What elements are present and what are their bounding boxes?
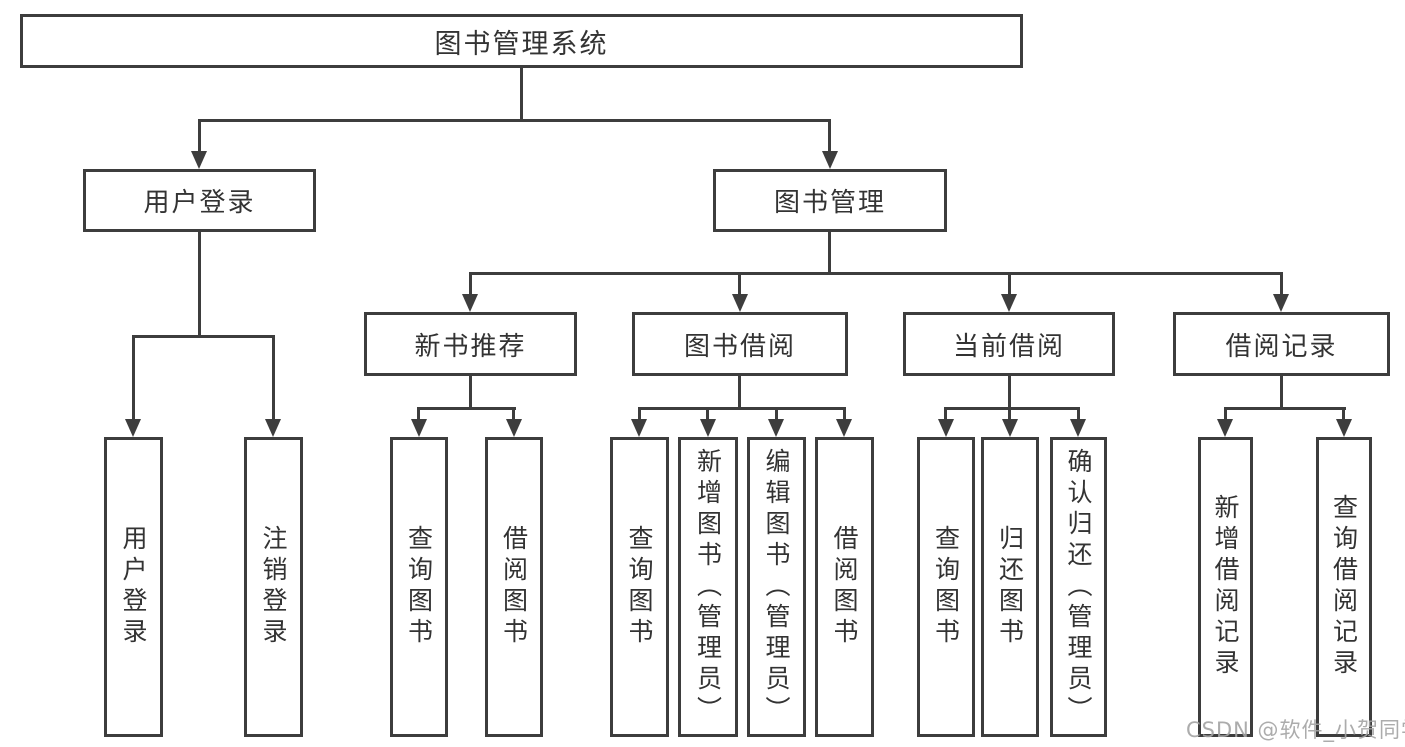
connector-line (417, 407, 516, 410)
leaf-logout: 注销登录 (244, 437, 303, 737)
leaf-current-return-books: 归还图书 (981, 437, 1039, 737)
connector-line (469, 272, 472, 295)
arrow-down-icon (1001, 294, 1017, 312)
connector-line (198, 232, 201, 335)
connector-line (1077, 407, 1080, 419)
arrow-down-icon (125, 419, 141, 437)
connector-line (417, 407, 420, 419)
leaf-current-query-books: 查询图书 (917, 437, 975, 737)
leaf-label: 编辑图书（管理员） (762, 447, 791, 727)
connector-line (944, 407, 947, 419)
connector-line (828, 232, 831, 272)
connector-line (638, 407, 846, 410)
arrow-down-icon (411, 419, 427, 437)
connector-line (132, 335, 275, 338)
arrow-down-icon (768, 419, 784, 437)
arrow-down-icon (462, 294, 478, 312)
connector-line (198, 119, 201, 151)
connector-line (512, 407, 515, 419)
connector-line (469, 272, 1283, 275)
arrow-down-icon (265, 419, 281, 437)
arrow-down-icon (1002, 419, 1018, 437)
leaf-current-confirm-return-admin: 确认归还（管理员） (1050, 437, 1107, 737)
leaf-label: 查询图书 (625, 525, 654, 649)
connector-line (738, 272, 741, 295)
arrow-down-icon (732, 294, 748, 312)
arrow-down-icon (631, 419, 647, 437)
arrow-down-icon (822, 151, 838, 169)
connector-line (1224, 407, 1346, 410)
node-borrow-records: 借阅记录 (1173, 312, 1390, 376)
arrow-down-icon (938, 419, 954, 437)
leaf-records-add-record: 新增借阅记录 (1198, 437, 1253, 737)
leaf-label: 借阅图书 (499, 525, 529, 649)
arrow-down-icon (191, 151, 207, 169)
leaf-label: 借阅图书 (830, 525, 859, 649)
connector-line (775, 407, 778, 419)
connector-line (1280, 376, 1283, 407)
arrow-down-icon (506, 419, 522, 437)
node-book-management: 图书管理 (713, 169, 947, 232)
connector-line (198, 119, 831, 122)
leaf-label: 查询图书 (404, 525, 434, 649)
node-new-book-recommend: 新书推荐 (364, 312, 577, 376)
connector-line (1008, 376, 1011, 407)
connector-line (828, 119, 831, 151)
connector-line (638, 407, 641, 419)
arrow-down-icon (836, 419, 852, 437)
leaf-user-login: 用户登录 (104, 437, 163, 737)
node-current-borrow: 当前借阅 (903, 312, 1115, 376)
node-book-borrow: 图书借阅 (632, 312, 848, 376)
leaf-recommend-borrow-books: 借阅图书 (485, 437, 543, 737)
connector-line (520, 68, 523, 119)
leaf-borrow-query-books: 查询图书 (610, 437, 669, 737)
leaf-label: 查询借阅记录 (1329, 494, 1359, 680)
leaf-label: 注销登录 (259, 525, 288, 649)
node-system-root: 图书管理系统 (20, 14, 1023, 68)
connector-line (469, 376, 472, 407)
watermark: CSDN @软件_小贺同学 (1186, 718, 1405, 742)
connector-line (843, 407, 846, 419)
connector-line (738, 376, 741, 407)
arrow-down-icon (1070, 419, 1086, 437)
leaf-label: 查询图书 (931, 525, 961, 649)
leaf-label: 新增图书（管理员） (693, 447, 723, 727)
arrow-down-icon (1336, 419, 1352, 437)
leaf-borrow-borrow-books: 借阅图书 (815, 437, 874, 737)
connector-line (1224, 407, 1227, 419)
connector-line (1008, 272, 1011, 295)
leaf-borrow-edit-books-admin: 编辑图书（管理员） (747, 437, 806, 737)
leaf-label: 归还图书 (995, 525, 1025, 649)
leaf-label: 确认归还（管理员） (1064, 447, 1093, 727)
connector-line (272, 335, 275, 419)
leaf-label: 新增借阅记录 (1211, 494, 1240, 680)
connector-line (1280, 272, 1283, 295)
connector-line (944, 407, 1080, 410)
arrow-down-icon (1217, 419, 1233, 437)
leaf-recommend-query-books: 查询图书 (390, 437, 448, 737)
connector-line (132, 335, 135, 419)
connector-line (1342, 407, 1345, 419)
leaf-records-query-record: 查询借阅记录 (1316, 437, 1372, 737)
leaf-label: 用户登录 (119, 525, 148, 649)
node-user-login: 用户登录 (83, 169, 316, 232)
arrow-down-icon (700, 419, 716, 437)
connector-line (706, 407, 709, 419)
connector-line (1008, 407, 1011, 419)
arrow-down-icon (1273, 294, 1289, 312)
leaf-borrow-add-books-admin: 新增图书（管理员） (678, 437, 738, 737)
